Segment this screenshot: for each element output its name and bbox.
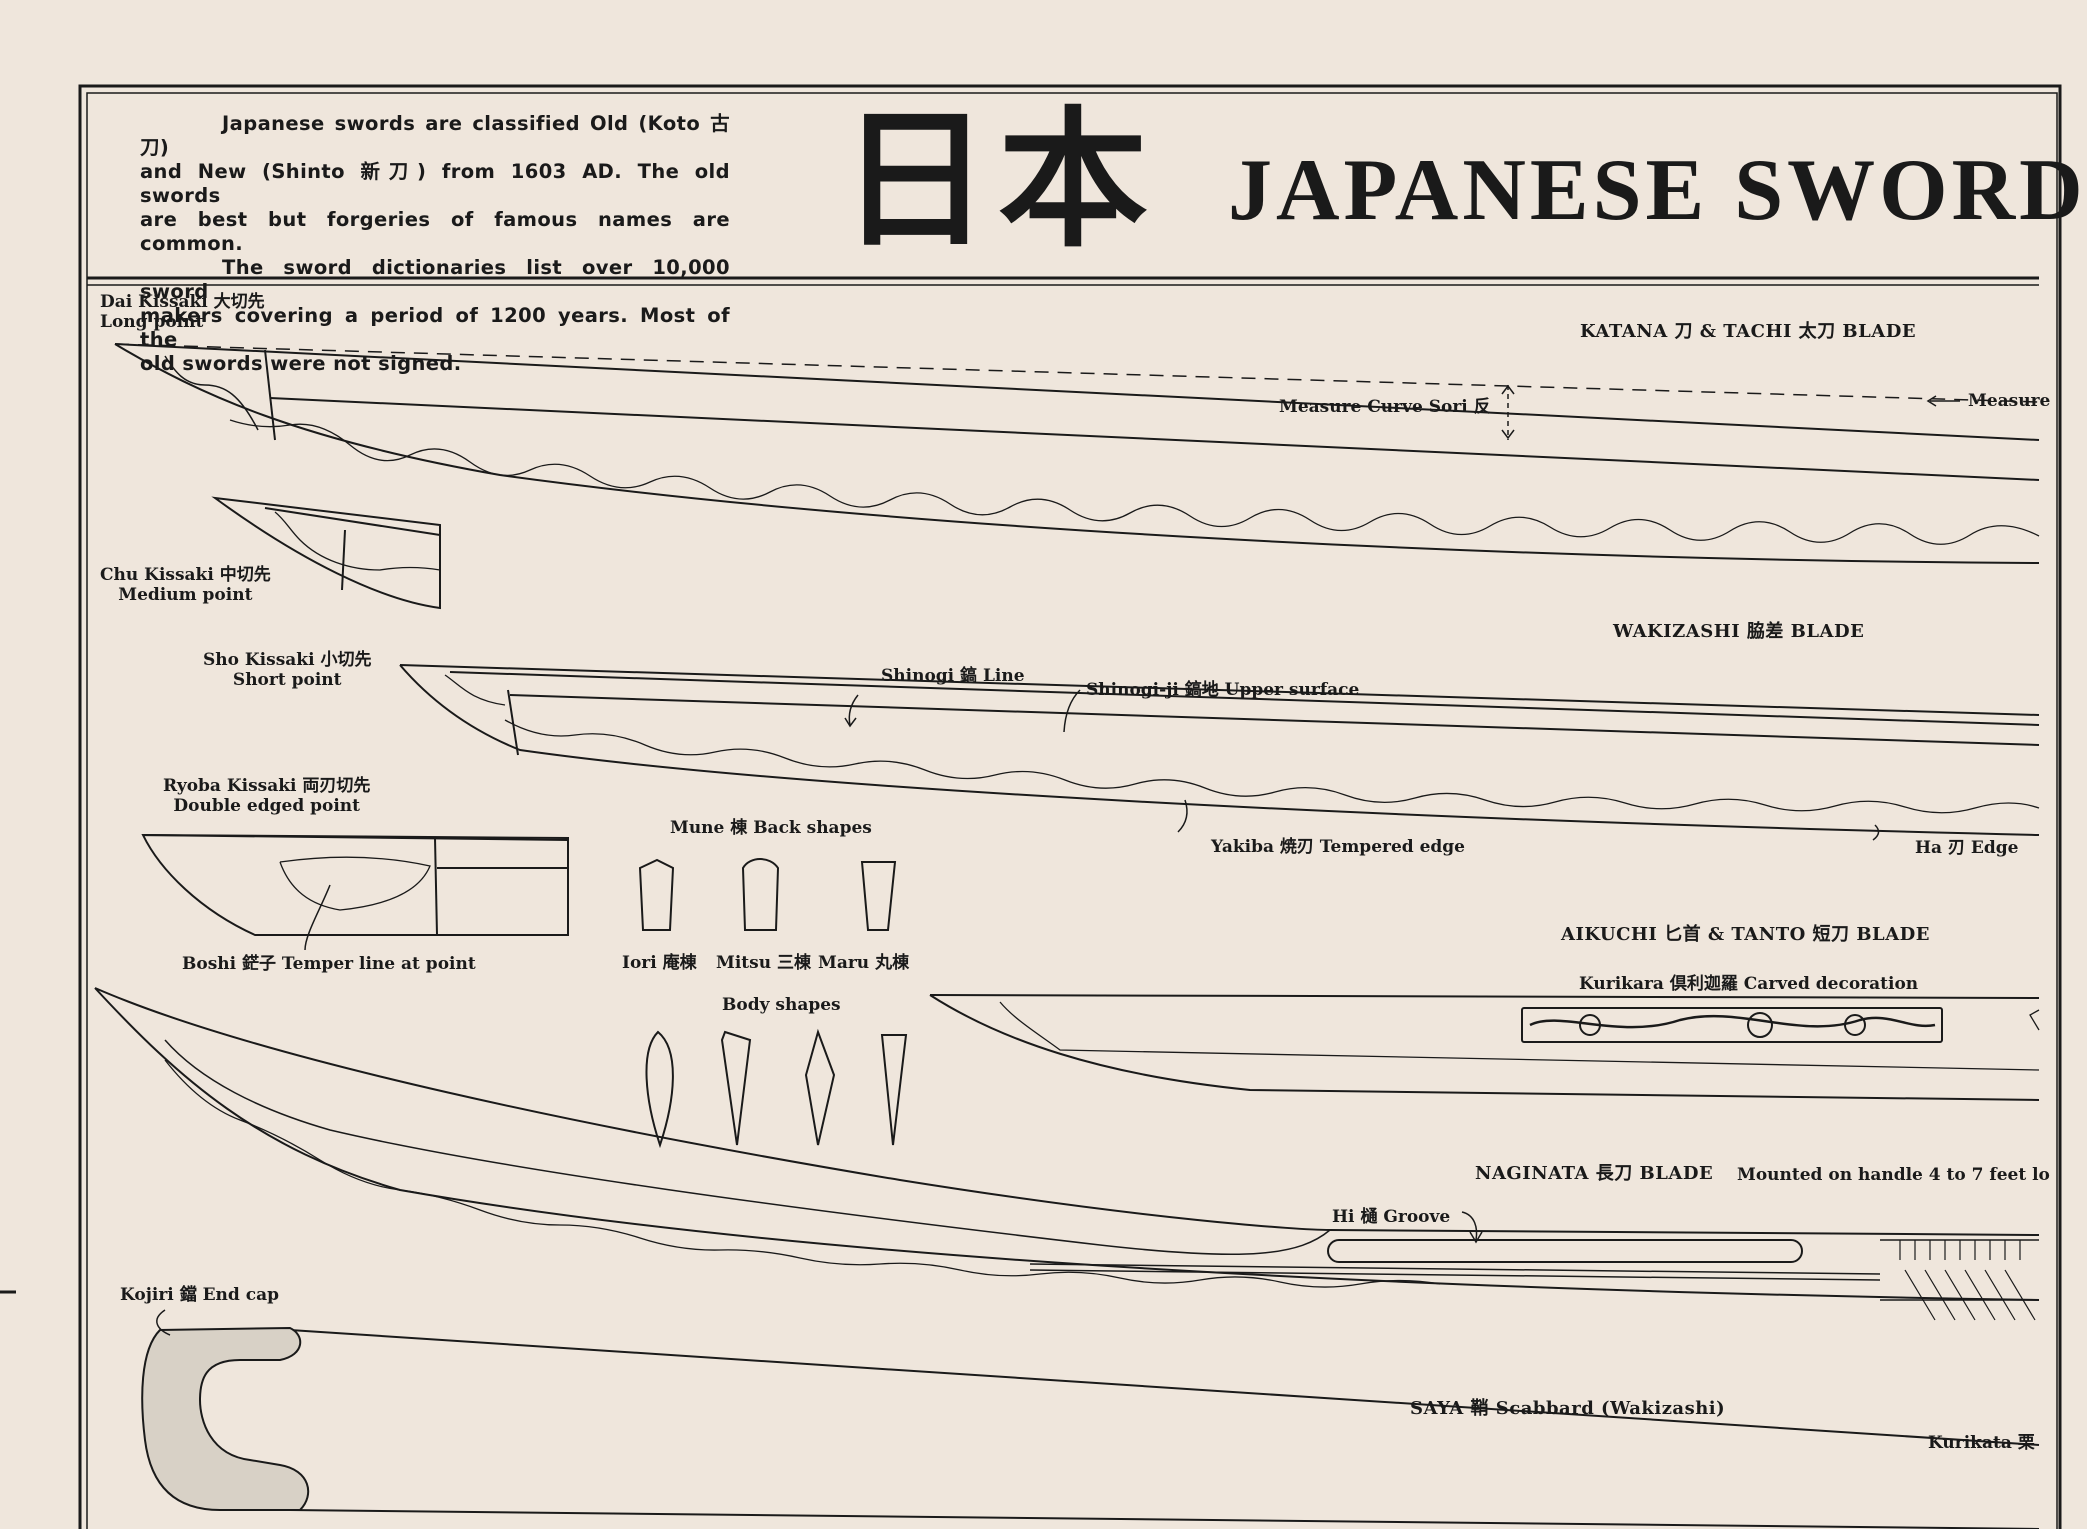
chu-kissaki-name: Chu Kissaki 中切先 xyxy=(100,565,271,585)
ryoba-kissaki-point xyxy=(141,833,569,951)
yakiba-label: Yakiba 焼刃 Tempered edge xyxy=(1211,837,1465,857)
aikuchi-tanto-blade xyxy=(929,994,2040,1101)
body-shapes-heading: Body shapes xyxy=(722,995,841,1015)
ryoba-kissaki-name: Ryoba Kissaki 両刃切先 xyxy=(163,776,371,796)
sho-kissaki-desc: Short point xyxy=(232,670,342,690)
intro-line: are best but forgeries of famous names a… xyxy=(140,208,730,255)
naginata-note: Mounted on handle 4 to 7 feet lo xyxy=(1737,1165,2050,1185)
mune-back-shapes xyxy=(638,858,897,931)
intro-line: The sword dictionaries list over 10,000 … xyxy=(140,256,730,303)
aikuchi-heading: AIKUCHI 匕首 & TANTO 短刀 BLADE xyxy=(1561,924,1930,945)
ryoba-kissaki-desc: Double edged point xyxy=(173,796,361,816)
poster-frame xyxy=(78,84,2062,1529)
chu-kissaki-label: Chu Kissaki 中切先 Medium point xyxy=(100,565,271,605)
page-title: JAPANESE SWORD xyxy=(1228,142,2087,239)
shinogi-ji-label: Shinogi-ji 鎬地 Upper surface xyxy=(1086,680,1360,700)
saya-scabbard xyxy=(141,1309,2040,1529)
dai-kissaki-name: Dai Kissaki 大切先 xyxy=(100,292,265,312)
measure-label: Measure xyxy=(1968,391,2051,411)
chu-kissaki-point xyxy=(211,496,441,610)
mune-maru-label: Maru 丸棟 xyxy=(818,953,910,973)
shinogi-label: Shinogi 鎬 Line xyxy=(881,666,1025,686)
kojiri-label: Kojiri 鐺 End cap xyxy=(120,1285,279,1305)
poster-sheet: Japanese swords are classified Old (Koto… xyxy=(0,84,2083,1529)
naginata-heading: NAGINATA 長刀 BLADE xyxy=(1475,1163,1714,1184)
sword-drawing xyxy=(0,84,2062,1529)
chu-kissaki-desc: Medium point xyxy=(118,585,253,605)
dai-kissaki-label: Dai Kissaki 大切先 Long point xyxy=(100,292,265,332)
intro-line: old swords were not signed. xyxy=(140,352,462,375)
sho-kissaki-name: Sho Kissaki 小切先 xyxy=(203,650,372,670)
naginata-blade xyxy=(94,987,2040,1321)
katana-heading: KATANA 刀 & TACHI 太刀 BLADE xyxy=(1580,321,1917,342)
kurikara-label: Kurikara 倶利迦羅 Carved decoration xyxy=(1579,974,1919,994)
saya-heading: SAYA 鞘 Scabbard (Wakizashi) xyxy=(1410,1398,1726,1419)
intro-line: and New (Shinto 新刀) from 1603 AD. The ol… xyxy=(140,160,730,207)
body-shapes xyxy=(645,1028,908,1149)
measure-curve-label: Measure Curve Sori 反 xyxy=(1279,397,1491,417)
intro-paragraph: Japanese swords are classified Old (Koto… xyxy=(140,112,730,376)
wakizashi-blade xyxy=(399,664,2040,841)
ryoba-kissaki-label: Ryoba Kissaki 両刃切先 Double edged point xyxy=(163,776,370,816)
dai-kissaki-desc: Long point xyxy=(100,312,204,332)
sho-kissaki-label: Sho Kissaki 小切先 Short point xyxy=(203,650,371,690)
boshi-label: Boshi 鋩子 Temper line at point xyxy=(182,954,476,974)
mune-heading: Mune 棟 Back shapes xyxy=(670,818,872,838)
kurikata-label: Kurikata 栗 xyxy=(1928,1433,2035,1453)
intro-line: makers covering a period of 1200 years. … xyxy=(140,304,730,351)
mune-iori-label: Iori 庵棟 xyxy=(622,953,697,973)
wakizashi-heading: WAKIZASHI 脇差 BLADE xyxy=(1613,621,1865,642)
hi-label: Hi 樋 Groove xyxy=(1332,1207,1451,1227)
intro-line: Japanese swords are classified Old (Koto… xyxy=(140,112,730,159)
ha-label: Ha 刃 Edge xyxy=(1915,838,2019,858)
katana-blade xyxy=(114,343,2040,564)
title-kanji: 日本 xyxy=(840,92,1157,268)
mune-mitsu-label: Mitsu 三棟 xyxy=(716,953,811,973)
